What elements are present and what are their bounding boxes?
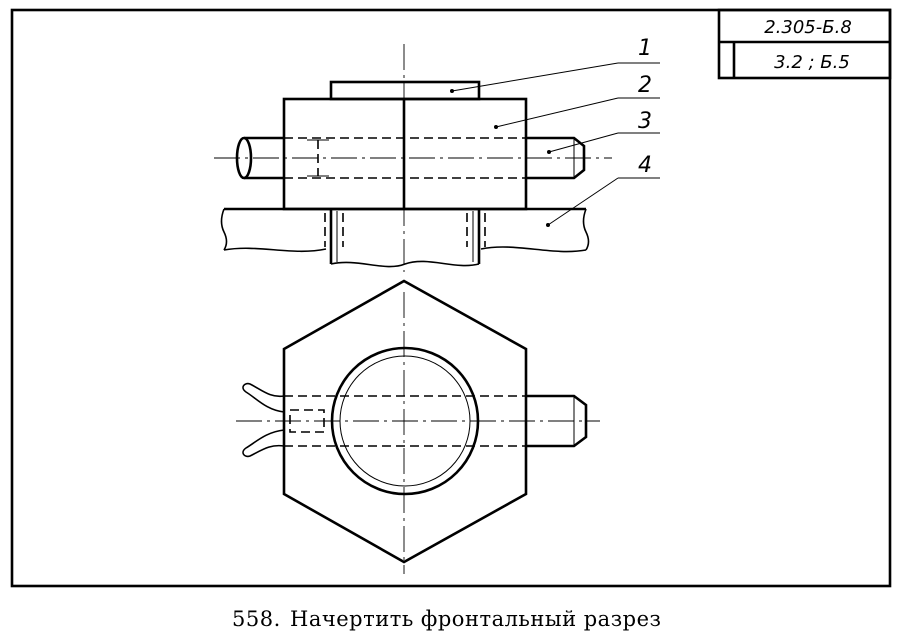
- callout-3: 3: [638, 109, 652, 134]
- top-shaft-left-break: [242, 382, 285, 458]
- caption-text: Начертить фронтальный разрез: [290, 607, 661, 631]
- part-3-shaft-left: [235, 136, 284, 180]
- stamp-box: 2.305-Б.8 3.2 ; Б.5: [717, 8, 892, 80]
- leader-lines: [450, 62, 660, 227]
- part-4-plate: [220, 207, 590, 253]
- stamp-code-bottom: 3.2 ; Б.5: [774, 52, 850, 73]
- callout-1: 1: [638, 36, 652, 61]
- callout-2: 2: [638, 73, 652, 98]
- callout-4: 4: [638, 153, 652, 178]
- caption: 558. Начертить фронтальный разрез: [232, 607, 661, 631]
- drawing-frame: [10, 8, 892, 588]
- caption-number: 558.: [232, 607, 281, 631]
- stamp-code-top: 2.305-Б.8: [764, 17, 852, 38]
- top-view: [236, 279, 600, 574]
- top-shaft-right: [526, 394, 588, 448]
- lower-stud: [324, 209, 486, 268]
- front-view: 1 2 3 4: [214, 36, 660, 272]
- hexagon-nut: [282, 279, 528, 564]
